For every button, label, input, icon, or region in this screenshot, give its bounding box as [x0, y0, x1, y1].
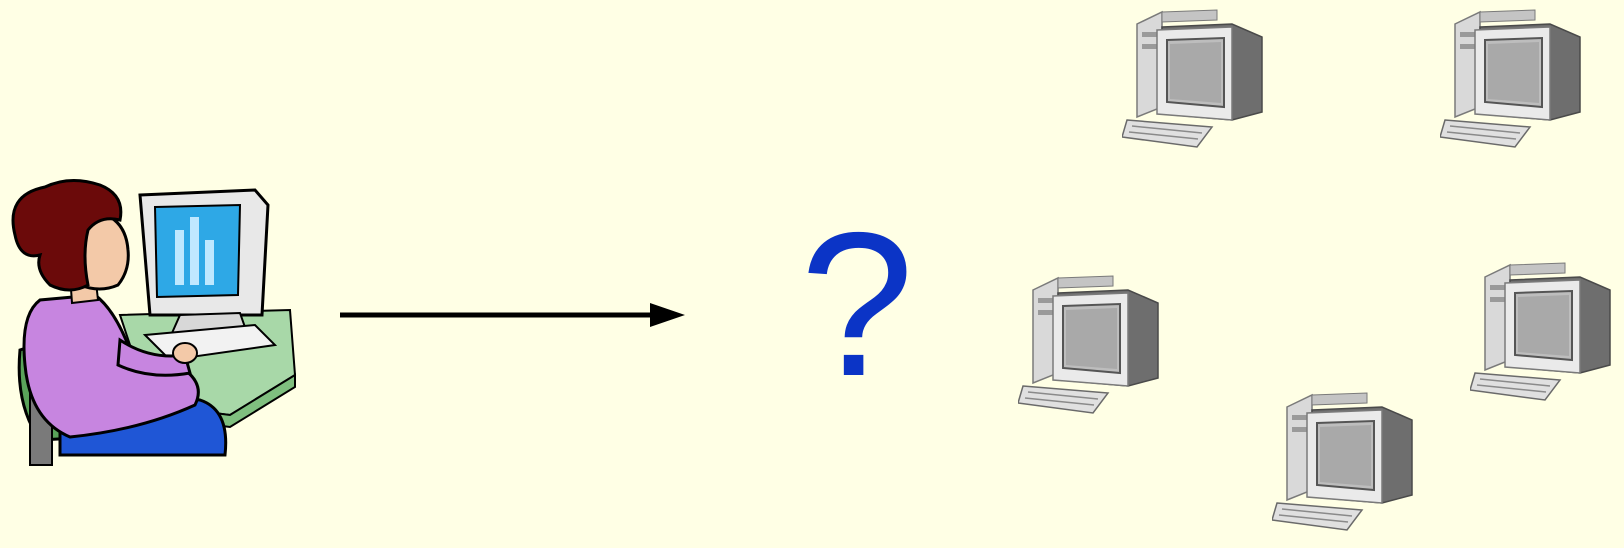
desktop-computer-icon — [1470, 255, 1620, 405]
desktop-computer-icon — [1122, 2, 1272, 152]
desktop-computer-icon — [1018, 268, 1168, 418]
desktop-computer-icon — [1440, 2, 1590, 152]
question-mark: ? — [800, 190, 915, 419]
person-at-computer-icon — [11, 179, 297, 466]
arrow-right-icon — [340, 303, 685, 327]
desktop-computer-icon — [1272, 385, 1422, 535]
